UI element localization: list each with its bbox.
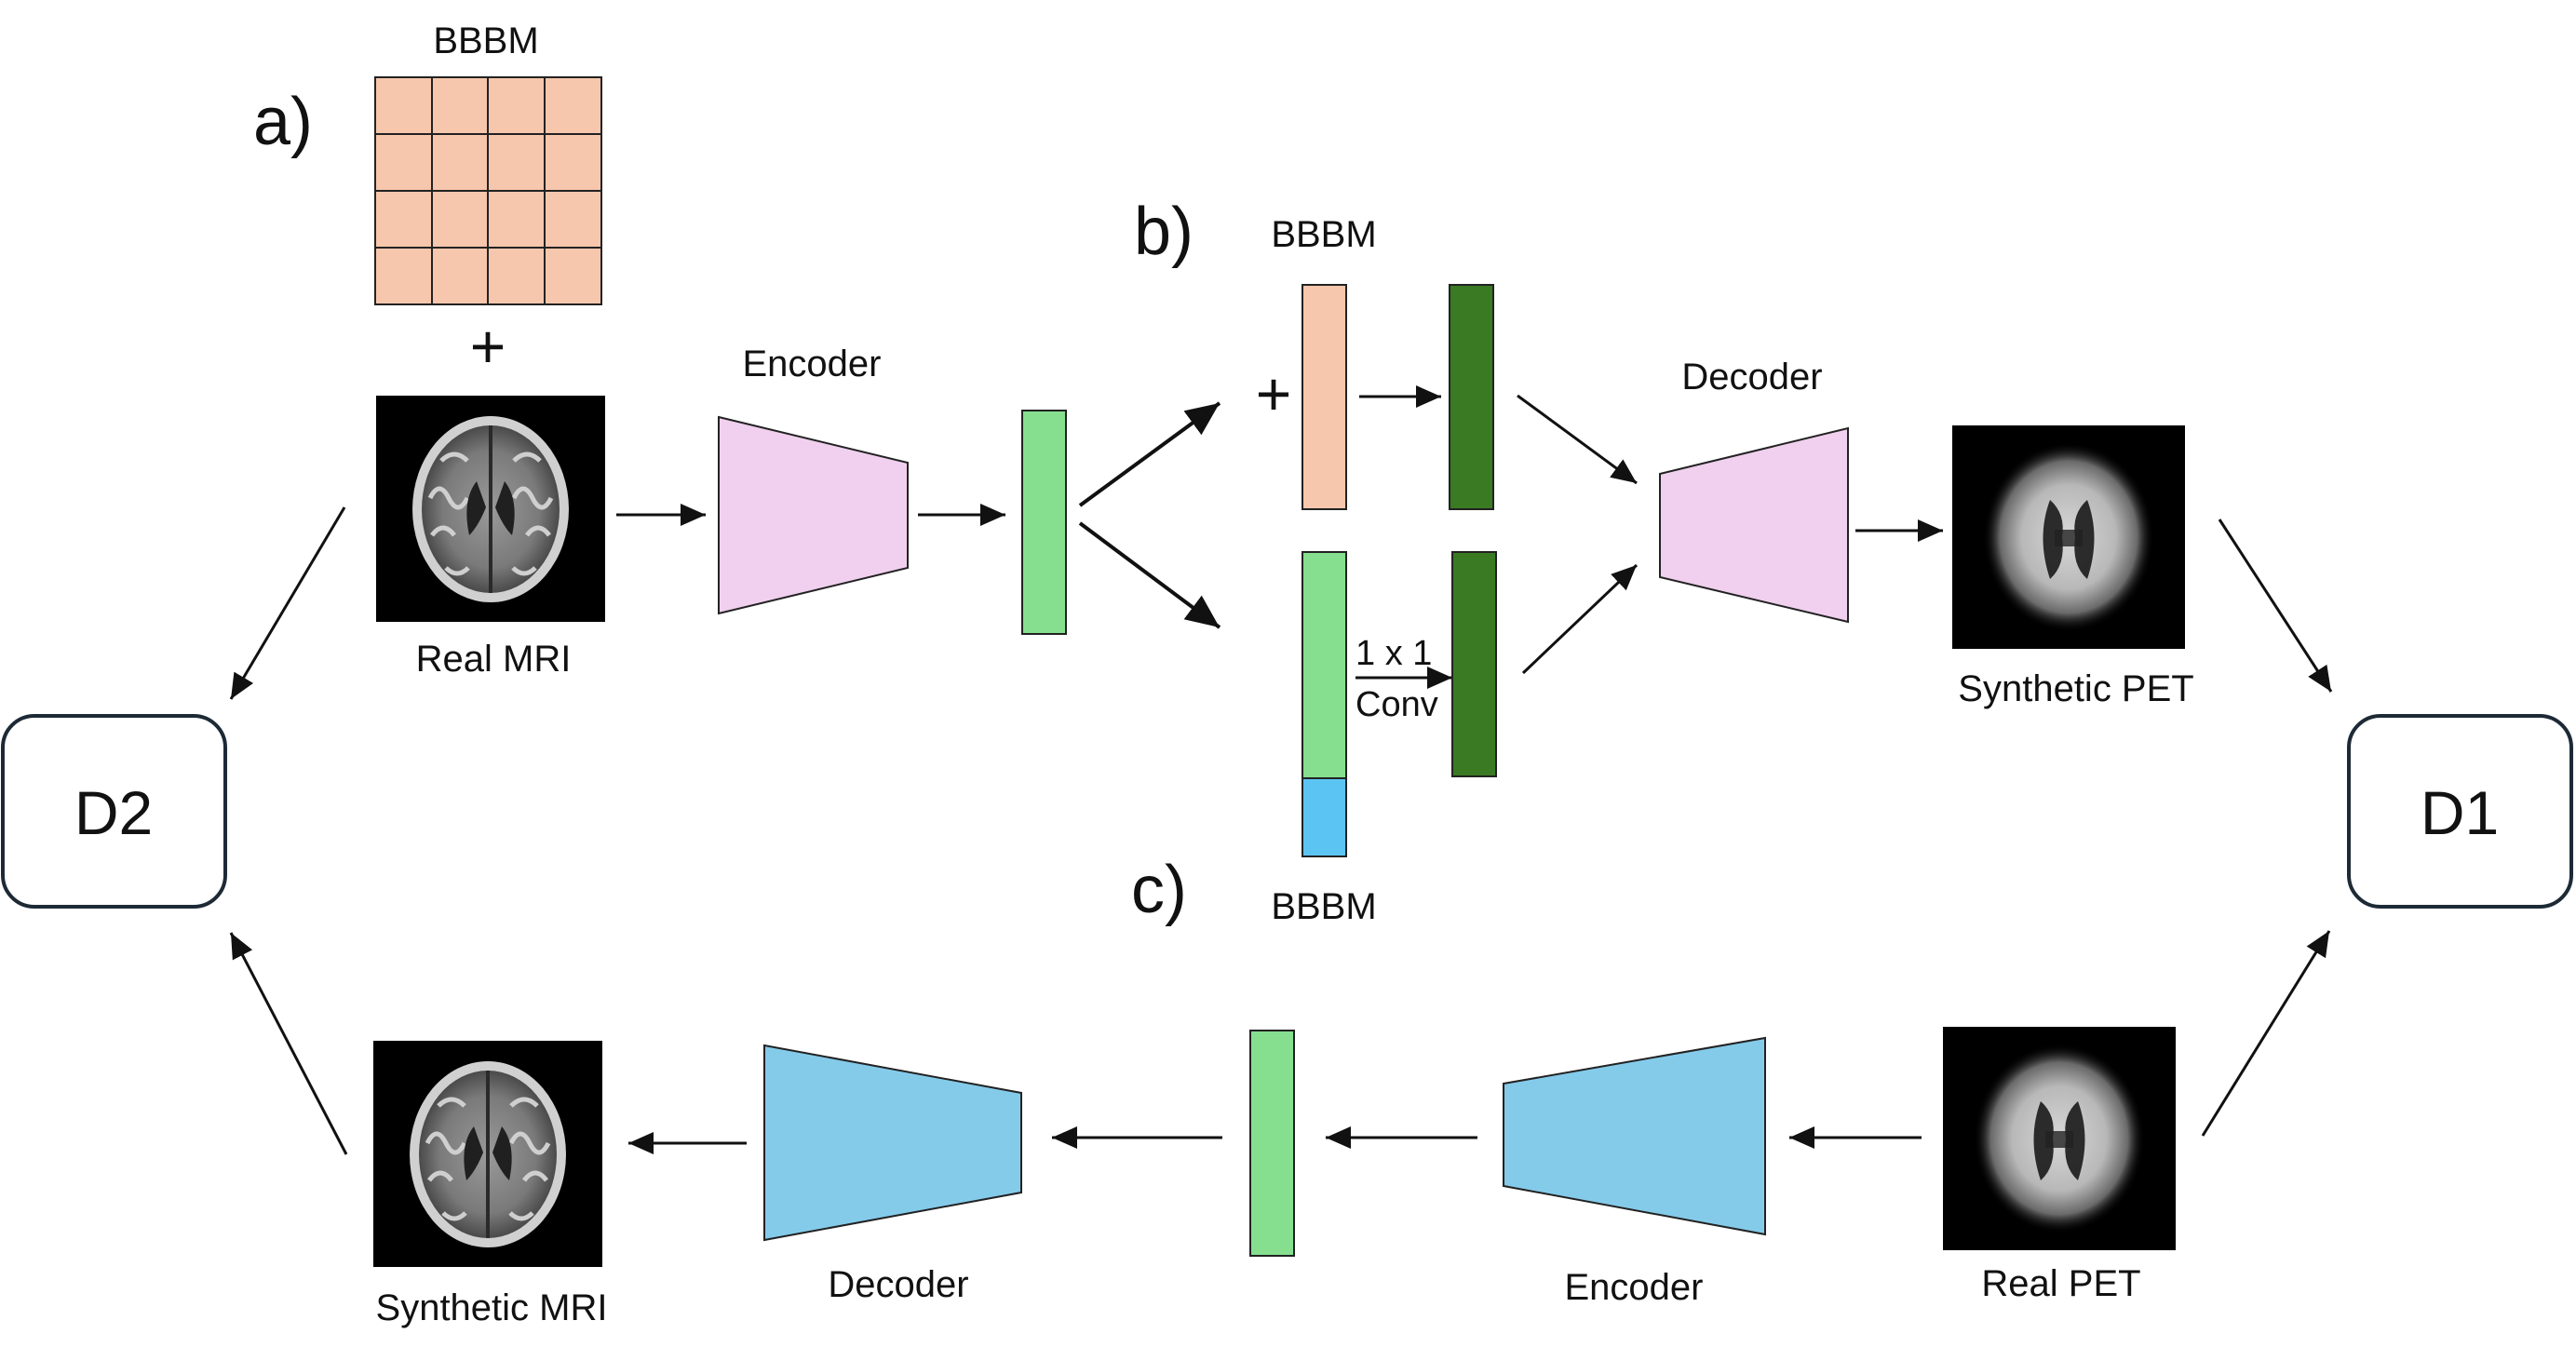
decoder-bottom-label: Decoder: [828, 1264, 968, 1305]
arrow-feature-c-to-decoder: [1521, 563, 1639, 675]
encoder-top-label: Encoder: [743, 344, 882, 384]
discriminator-d2: D2: [1, 714, 227, 909]
plus-sign-a: +: [470, 312, 506, 381]
real-pet-label: Real PET: [1981, 1263, 2140, 1304]
encoder-bottom: [1503, 1036, 1766, 1236]
bbbm-vector-b: [1301, 284, 1347, 510]
real-mri-image: [376, 396, 605, 622]
arrow-latent-to-branch-c: [1078, 521, 1221, 629]
encoder-top: [718, 415, 909, 615]
panel-label-b: b): [1134, 195, 1194, 269]
feature-map-b: [1449, 284, 1494, 510]
real-pet-image: [1943, 1027, 2176, 1250]
decoder-bottom: [763, 1044, 1022, 1242]
conv-label-line2: Conv: [1355, 685, 1438, 724]
bbbm-label-a: BBBM: [433, 20, 538, 61]
real-mri-label: Real MRI: [416, 639, 572, 680]
conv-label-line1: 1 x 1: [1355, 634, 1432, 673]
discriminator-d1: D1: [2347, 714, 2573, 909]
synthetic-pet-image: [1952, 425, 2185, 649]
arrow-feature-b-to-decoder: [1517, 394, 1638, 485]
bbbm-label-b: BBBM: [1271, 214, 1376, 255]
d1-label: D1: [2421, 778, 2499, 847]
bbbm-label-c: BBBM: [1271, 886, 1376, 927]
arrow-real-pet-to-d1: [2201, 930, 2331, 1137]
synthetic-mri-image: [373, 1041, 602, 1267]
decoder-top-label: Decoder: [1681, 357, 1822, 398]
decoder-top: [1659, 426, 1849, 624]
feature-map-c: [1451, 551, 1497, 777]
synthetic-pet-label: Synthetic PET: [1958, 668, 2193, 709]
bbbm-channel-c: [1301, 777, 1347, 857]
panel-label-c: c): [1131, 853, 1187, 927]
bbbm-grid: [374, 76, 602, 305]
encoder-bottom-label: Encoder: [1565, 1267, 1704, 1308]
arrow-latent-to-branch-b: [1078, 401, 1221, 507]
latent-vector-top: [1021, 410, 1067, 635]
synthetic-mri-label: Synthetic MRI: [376, 1287, 608, 1328]
panel-label-a: a): [253, 85, 313, 159]
plus-sign-b: +: [1256, 359, 1292, 428]
arrow-synthetic-pet-to-d1: [2218, 519, 2333, 693]
arrow-real-mri-to-d2: [229, 506, 346, 700]
latent-vector-c: [1301, 551, 1347, 779]
latent-vector-bottom: [1249, 1030, 1295, 1257]
arrow-synthetic-mri-to-d2: [229, 932, 348, 1155]
d2-label: D2: [74, 778, 153, 847]
